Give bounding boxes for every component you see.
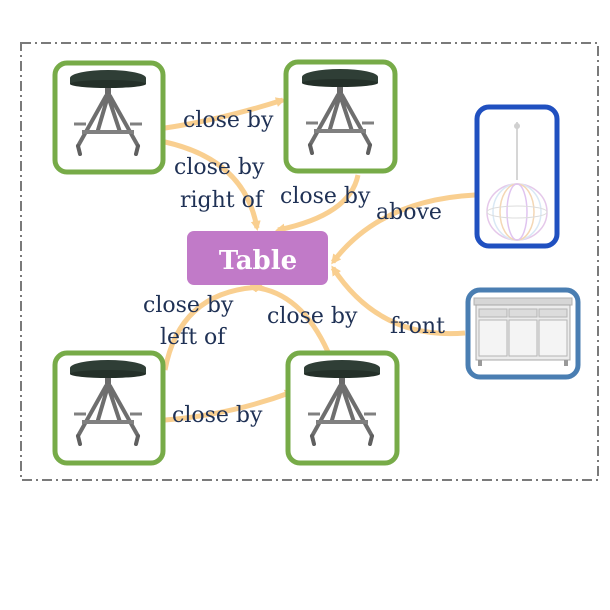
arrow-lamp-to-table bbox=[331, 192, 476, 265]
arrow-tl-to-tr bbox=[164, 97, 286, 131]
node-pendant-lamp bbox=[474, 104, 560, 249]
node-stool-top-left bbox=[52, 60, 166, 175]
scene-boundary bbox=[20, 42, 599, 481]
edge-label-cabinet-table: front bbox=[390, 314, 445, 339]
arrow-tl-to-table bbox=[164, 139, 261, 231]
edge-label-lamp-table: above bbox=[376, 200, 442, 225]
node-stool-top-right bbox=[283, 59, 398, 174]
edge-label-tl-tr: close by bbox=[183, 108, 274, 133]
node-table: Table bbox=[187, 231, 328, 285]
edge-label-tl-table-1: close by bbox=[174, 155, 265, 180]
edge-label-bl-table-1: close by bbox=[143, 293, 234, 318]
node-stool-bottom-right bbox=[285, 350, 400, 466]
relation-arrows bbox=[162, 97, 476, 423]
edge-label-bl-br: close by bbox=[172, 403, 263, 428]
edge-label-br-table: close by bbox=[267, 304, 358, 329]
edge-label-tr-table: close by bbox=[280, 184, 371, 209]
arrow-tr-to-table bbox=[275, 174, 361, 234]
node-cabinet bbox=[465, 287, 581, 380]
arrow-br-to-table bbox=[247, 282, 331, 354]
arrow-cabinet-to-table bbox=[330, 265, 466, 337]
arrow-bl-to-table bbox=[162, 282, 265, 371]
pendant-lamp-icon bbox=[486, 122, 548, 241]
edge-label-bl-table-2: left of bbox=[160, 325, 227, 350]
sideboard-cabinet-icon bbox=[473, 297, 573, 366]
table-label: Table bbox=[219, 246, 297, 276]
edge-label-tl-table-2: right of bbox=[180, 188, 265, 213]
node-stool-bottom-left bbox=[52, 350, 166, 466]
arrow-bl-to-br bbox=[164, 389, 295, 423]
